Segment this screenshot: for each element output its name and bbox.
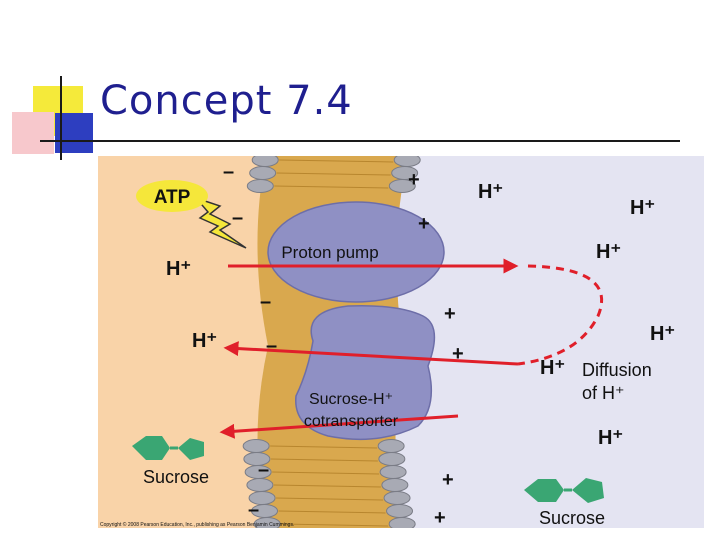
h-plus-diffusion-path (517, 264, 604, 366)
plus-sign: + (442, 469, 454, 491)
phospholipid-tail (276, 172, 391, 176)
plus-sign: + (408, 169, 420, 191)
diffusion-label-line2: of H⁺ (582, 383, 625, 403)
phospholipid-head (242, 439, 270, 453)
phospholipid-tail (272, 471, 380, 475)
plus-sign: + (418, 213, 430, 235)
deco-vertical-line (60, 76, 62, 160)
phospholipid-head (253, 517, 281, 528)
energy-bolt-icon (193, 196, 247, 249)
cotransporter-protein (295, 304, 436, 441)
h-plus-ion: H⁺ (598, 427, 623, 449)
proton-pump-label: Proton pump (281, 243, 378, 262)
page-title: Concept 7.4 (100, 78, 353, 124)
sucrose-right-label: Sucrose (539, 508, 605, 528)
minus-sign: – (223, 161, 234, 183)
h-plus-ion: H⁺ (650, 323, 675, 345)
diffusion-label-line1: Diffusion (582, 360, 652, 380)
phospholipid-head (379, 465, 407, 479)
phospholipid-head (386, 504, 414, 518)
phospholipid-head (388, 517, 416, 528)
membrane-heads-left (242, 156, 281, 528)
proton-pump-protein (267, 201, 445, 303)
phospholipid-tail (278, 510, 386, 514)
cotransport-diagram: ATP Proton pump Sucrose-H⁺ cotransporter… (98, 156, 704, 528)
phospholipid-head (249, 166, 277, 180)
minus-sign: – (266, 335, 277, 357)
h-plus-ion: H⁺ (630, 197, 655, 219)
phospholipid-tail (270, 458, 378, 462)
phospholipid-tail (273, 484, 381, 488)
cytoplasm-region (98, 156, 283, 528)
minus-sign: – (260, 291, 271, 313)
sucrose-molecule-right (524, 478, 604, 503)
sucrose-inward-arrow (219, 414, 459, 439)
minus-sign: – (232, 207, 243, 229)
h-plus-ion: H⁺ (192, 330, 217, 352)
phospholipid-head (378, 452, 406, 466)
plus-sign: + (444, 303, 456, 325)
atp-label: ATP (154, 187, 191, 208)
h-plus-ion: H⁺ (596, 241, 621, 263)
h-plus-ion: H⁺ (478, 181, 503, 203)
phospholipid-head (383, 491, 411, 505)
h-plus-ion: H⁺ (166, 258, 191, 280)
phospholipid-head (246, 179, 274, 193)
phospholipid-tail (274, 185, 389, 189)
h-plus-inward-arrow (223, 341, 519, 366)
membrane-heads-right (377, 156, 421, 528)
phospholipid-head (388, 179, 416, 193)
phospholipid-tail (276, 497, 384, 501)
plus-sign: + (434, 507, 446, 528)
minus-sign: – (248, 499, 259, 521)
membrane-tail-lines (270, 159, 394, 527)
deco-pink-square (12, 112, 54, 154)
phospholipid-tail (279, 159, 394, 163)
minus-sign: – (258, 459, 269, 481)
phospholipid-head (377, 439, 405, 453)
sucrose-molecule-left (132, 436, 204, 460)
atp-ellipse (136, 180, 208, 212)
phospholipid-tail (281, 523, 389, 527)
deco-horizontal-line (40, 140, 680, 142)
phospholipid-head (381, 478, 409, 492)
phospholipid-head (251, 156, 279, 167)
phospholipid-head (393, 156, 421, 167)
sucrose-left-label: Sucrose (143, 467, 209, 487)
plus-sign: + (452, 343, 464, 365)
cotransporter-label-line2: cotransporter (304, 413, 399, 430)
cotransporter-label-line1: Sucrose-H⁺ (309, 391, 393, 408)
copyright-text: Copyright © 2008 Pearson Education, Inc.… (100, 521, 294, 528)
phospholipid-tail (270, 445, 378, 449)
h-plus-ion: H⁺ (540, 357, 565, 379)
